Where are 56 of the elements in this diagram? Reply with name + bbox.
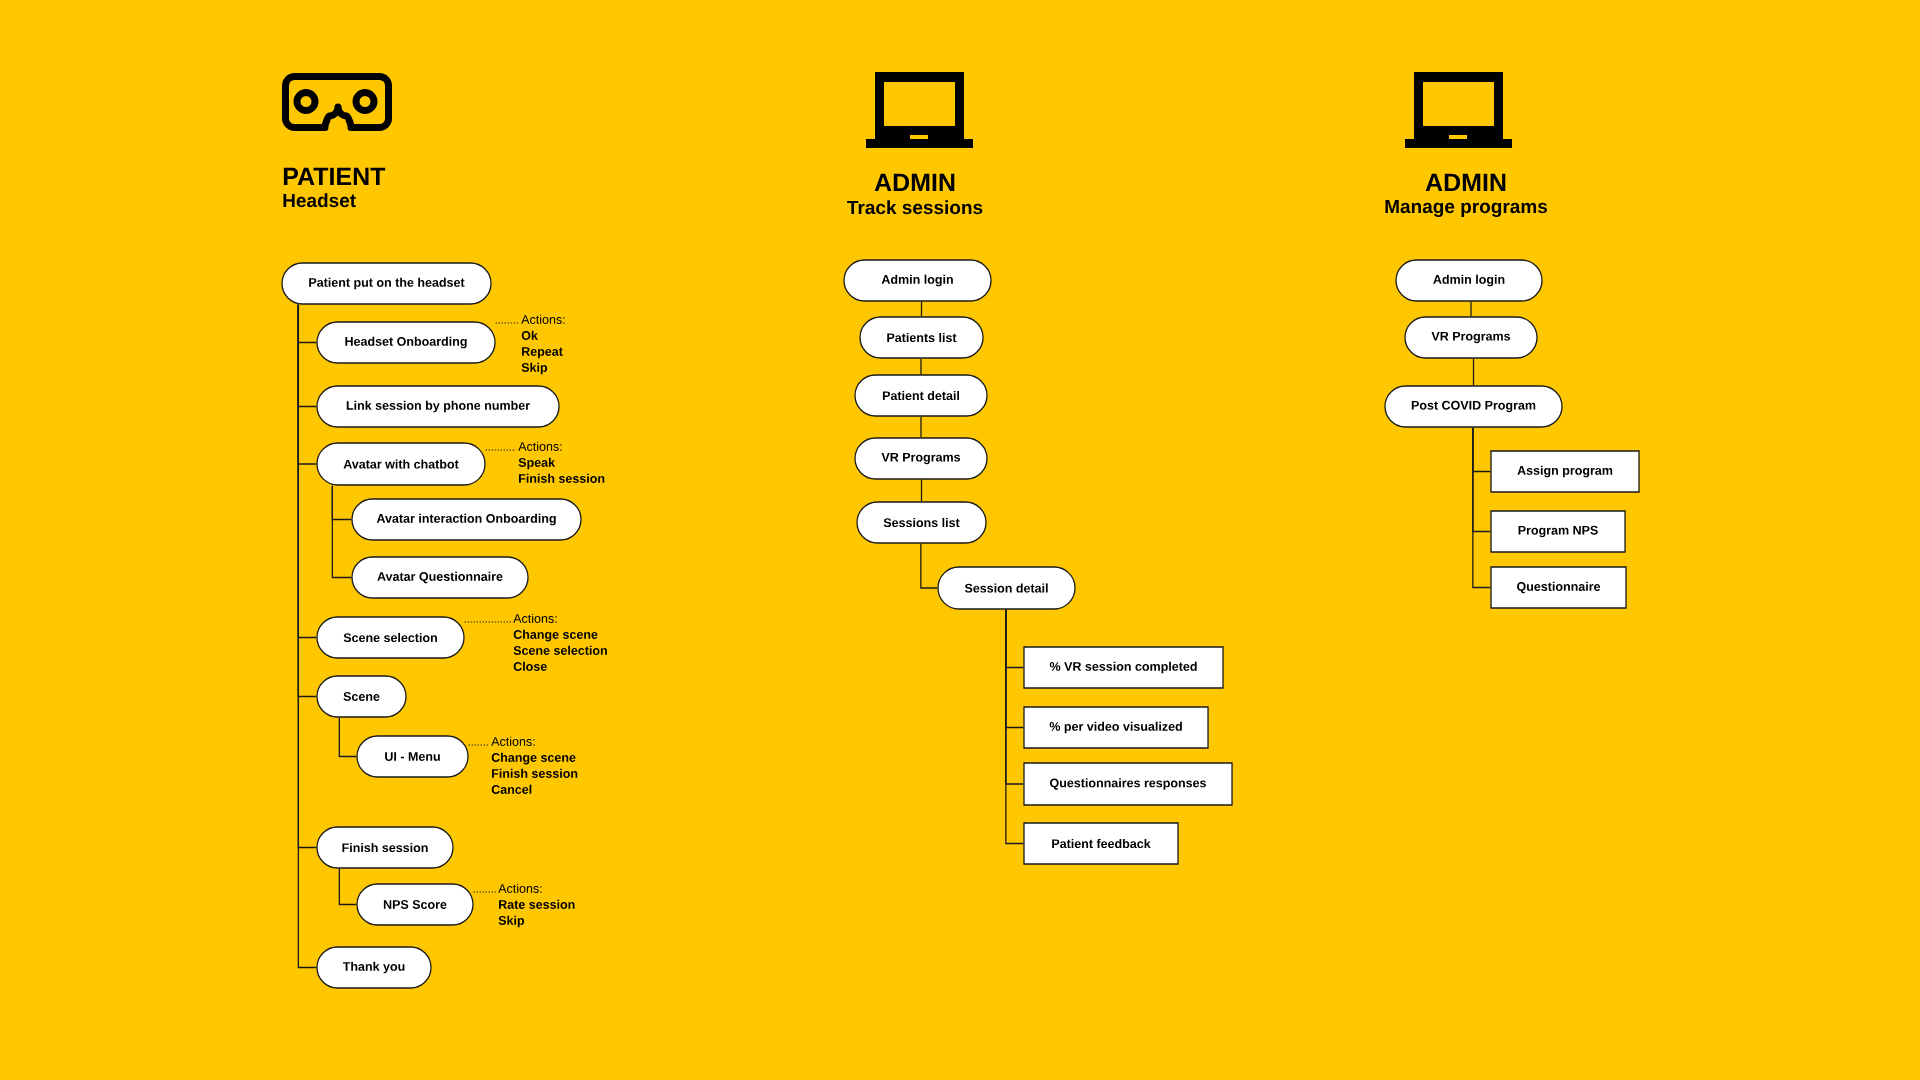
- connector-line: [1472, 427, 1491, 589]
- column-subtitle: Headset: [283, 193, 356, 208]
- rounded-box: Finish session: [316, 826, 454, 869]
- dotted-leader-line: [495, 322, 520, 324]
- connector-line: [338, 717, 357, 758]
- dotted-leader-line: [464, 621, 512, 623]
- connector-line: [297, 304, 317, 969]
- column-title: ADMIN: [1425, 173, 1506, 191]
- rounded-box: Admin login: [1395, 259, 1543, 302]
- rounded-box: Post COVID Program: [1384, 385, 1563, 428]
- rounded-box: Avatar interaction Onboarding: [351, 498, 582, 541]
- rounded-box: Patients list: [859, 316, 984, 359]
- rounded-box: NPS Score: [356, 883, 474, 926]
- column-title: ADMIN: [874, 173, 955, 191]
- column-subtitle: Manage programs: [1385, 199, 1548, 218]
- rounded-box: Sessions list: [856, 501, 987, 544]
- connector-line: [920, 543, 938, 589]
- box: Program NPS: [1490, 510, 1626, 553]
- dotted-leader-line: [473, 891, 497, 893]
- action-list: Actions: Speak Finish session: [518, 441, 605, 483]
- box: Questionnaire: [1490, 566, 1627, 609]
- rounded-box: Patient detail: [854, 374, 988, 417]
- rounded-box: Admin login: [843, 259, 992, 302]
- connector-line: [920, 358, 922, 375]
- rounded-box: Thank you: [316, 946, 432, 989]
- column-title: PATIENT: [283, 167, 386, 185]
- connector-line: [920, 479, 923, 502]
- connector-line: [920, 416, 922, 438]
- rounded-box: Patient put on the headset: [281, 262, 492, 305]
- action-list: Actions: Ok Repeat Skip: [521, 314, 565, 375]
- dotted-leader-line: [468, 744, 490, 746]
- rounded-box: Scene selection: [316, 616, 465, 659]
- connector-line: [920, 301, 923, 317]
- rounded-box: Avatar with chatbot: [316, 442, 486, 486]
- box: Questionnaires responses: [1023, 762, 1233, 806]
- connector-line: [331, 485, 352, 579]
- column-subtitle: Track sessions: [847, 200, 983, 215]
- connector-line: [1472, 358, 1475, 386]
- action-list: Actions: Change scene Finish session Cancel: [491, 736, 578, 794]
- box: Assign program: [1490, 450, 1640, 493]
- connector-line: [338, 868, 357, 906]
- rounded-box: Avatar Questionnaire: [351, 556, 529, 599]
- rounded-box: Headset Onboarding: [316, 321, 496, 364]
- rounded-box: UI - Menu: [356, 735, 469, 778]
- rounded-box: VR Programs: [1404, 316, 1538, 359]
- connector-line: [1005, 609, 1024, 845]
- box: % VR session completed: [1023, 646, 1224, 689]
- action-list: Actions: Rate session Skip: [498, 883, 575, 928]
- box: % per video visualized: [1023, 706, 1209, 749]
- rounded-box: VR Programs: [854, 437, 988, 480]
- rounded-box: Link session by phone number: [316, 385, 560, 428]
- connector-line: [1470, 301, 1472, 317]
- action-list: Actions: Change scene Scene selection Close: [513, 613, 607, 671]
- box: Patient feedback: [1023, 822, 1179, 865]
- rounded-box: Session detail: [937, 566, 1076, 610]
- dotted-leader-line: [485, 449, 517, 451]
